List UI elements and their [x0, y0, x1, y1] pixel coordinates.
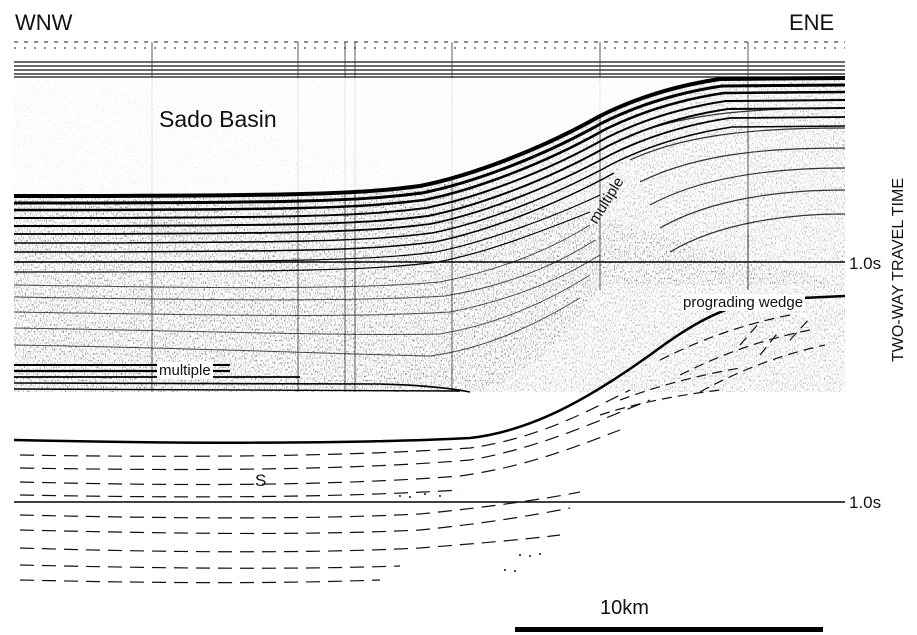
time-marker-lower: 1.0s — [849, 493, 882, 512]
prograding-wedge-label: prograding wedge — [681, 294, 806, 311]
scale-bar — [515, 627, 823, 632]
direction-right-label: ENE — [789, 10, 835, 35]
unit-s-label: S — [255, 471, 267, 490]
seismic-data-panel — [13, 41, 846, 393]
direction-left-label: WNW — [15, 10, 73, 35]
multiple-label-lower: multiple — [157, 362, 213, 379]
basin-label: Sado Basin — [159, 106, 277, 132]
interpretation-panel — [13, 294, 846, 584]
scale-bar-label: 10km — [600, 597, 649, 619]
y-axis-label: TWO-WAY TRAVEL TIME — [890, 177, 907, 363]
time-marker-upper: 1.0s — [849, 254, 882, 273]
